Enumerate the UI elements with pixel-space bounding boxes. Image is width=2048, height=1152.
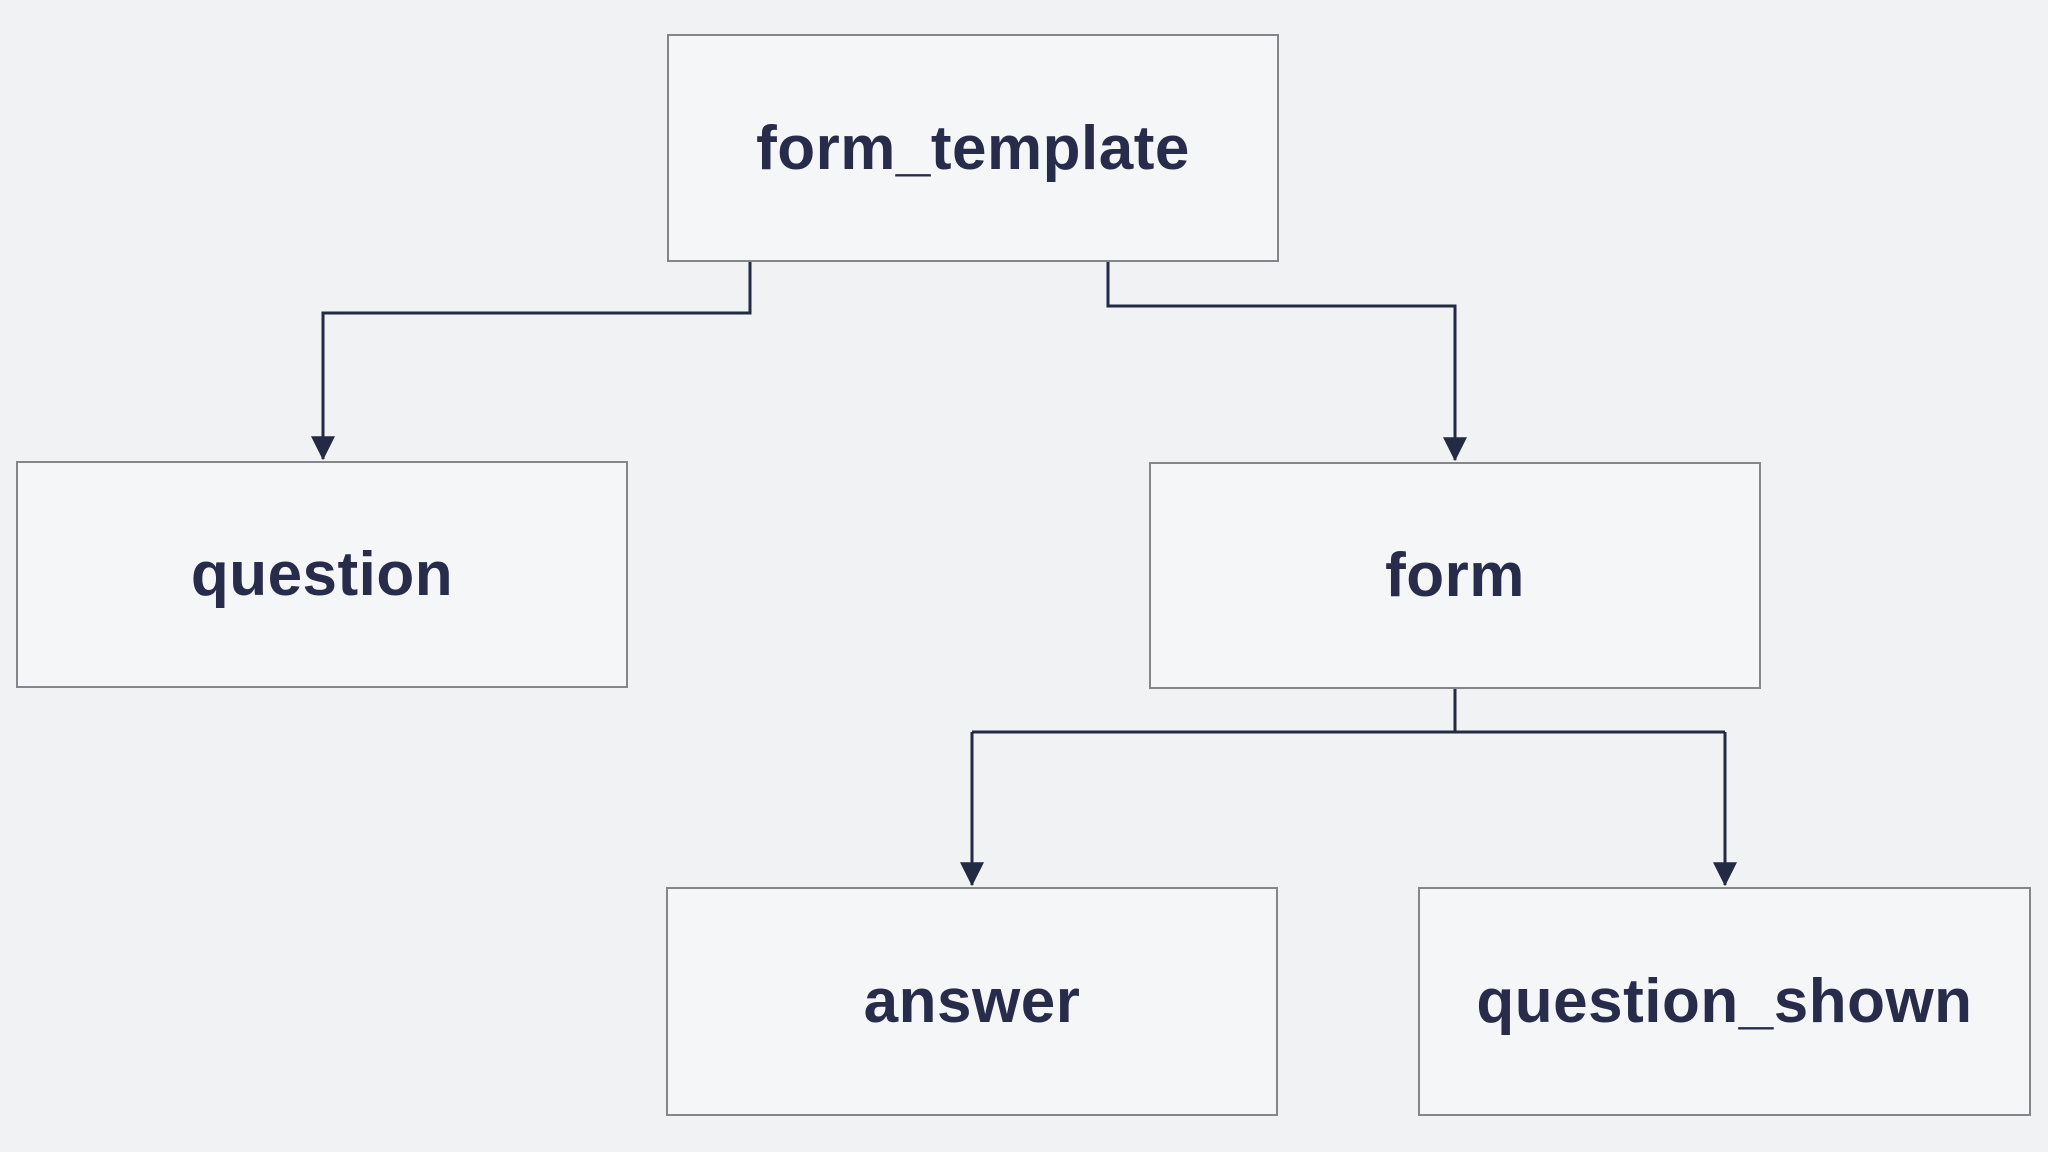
node-form-template: form_template	[667, 34, 1279, 262]
node-label: form_template	[756, 113, 1190, 183]
node-label: question	[190, 540, 454, 609]
node-label: question_shown	[1476, 967, 1973, 1036]
node-label: form	[1385, 541, 1525, 610]
node-question-shown: question_shown	[1418, 887, 2031, 1116]
node-label: answer	[863, 967, 1081, 1036]
edge-form-template-to-question	[311, 262, 752, 461]
node-form: form	[1149, 462, 1761, 689]
node-answer: answer	[666, 887, 1278, 1116]
edge-form-template-to-form	[1106, 262, 1467, 462]
node-question: question	[16, 461, 628, 688]
